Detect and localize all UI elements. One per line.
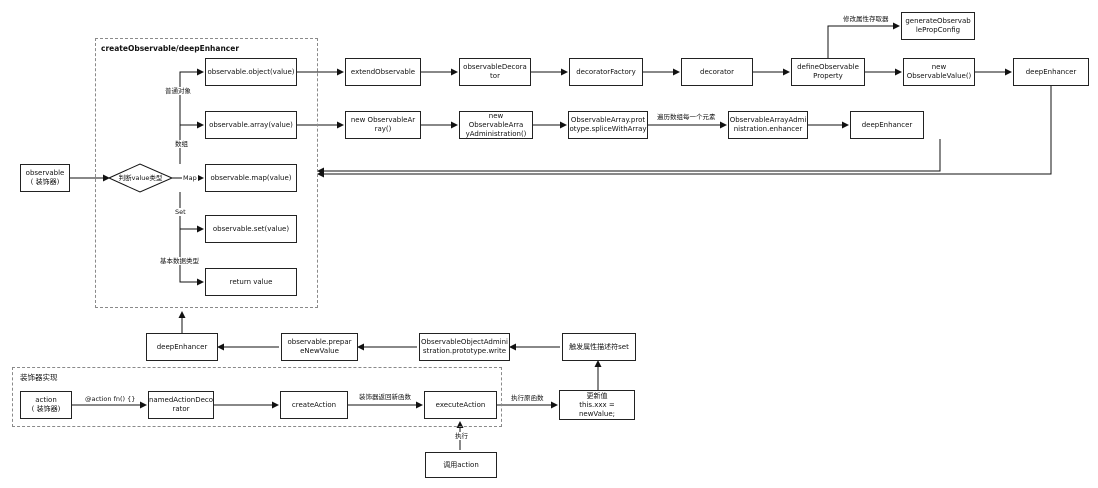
edge-label-array: 数组 xyxy=(174,140,189,148)
define-observable-property-node[interactable]: defineObservable Property xyxy=(791,58,865,86)
observable-array-node[interactable]: observable.array(value) xyxy=(205,111,297,139)
decorator-factory-node[interactable]: decoratorFactory xyxy=(569,58,643,86)
generate-observable-prop-config-node[interactable]: generateObservab lePropConfig xyxy=(901,12,975,40)
edge-label-run-original: 执行原函数 xyxy=(510,394,545,402)
deep-enhancer-top-node[interactable]: deepEnhancer xyxy=(1013,58,1089,86)
decorator-node[interactable]: decorator xyxy=(681,58,753,86)
return-value-node[interactable]: return value xyxy=(205,268,297,296)
edge-label-modify-accessor: 修改属性存取器 xyxy=(842,15,890,23)
edge-label-primitive: 基本数据类型 xyxy=(159,257,200,265)
observable-object-node[interactable]: observable.object(value) xyxy=(205,58,297,86)
extend-observable-node[interactable]: extendObservable xyxy=(345,58,421,86)
object-admin-write-node[interactable]: ObservableObjectAdmini stration.prototyp… xyxy=(419,333,510,361)
create-action-node[interactable]: createAction xyxy=(280,391,348,419)
deep-enhancer-mid-node[interactable]: deepEnhancer xyxy=(850,111,924,139)
observable-set-node[interactable]: observable.set(value) xyxy=(205,215,297,243)
create-observable-group-title: createObservable/deepEnhancer xyxy=(101,44,240,53)
update-value-node[interactable]: 更新值 this.xxx = newValue; xyxy=(559,390,635,420)
edge-judge-return xyxy=(179,192,204,286)
edge-label-action-fn: @action fn() {} xyxy=(84,395,137,403)
splice-with-array-node[interactable]: ObservableArray.prot otype.spliceWithArr… xyxy=(568,111,648,139)
call-action-node[interactable]: 调用action xyxy=(425,452,497,478)
edge-label-set: Set xyxy=(174,208,187,216)
observable-map-node[interactable]: observable.map(value) xyxy=(205,164,297,192)
decorator-group xyxy=(12,367,502,427)
edge-label-map: Map xyxy=(182,174,198,182)
decorator-group-title: 装饰器实现 xyxy=(20,373,58,382)
execute-action-node[interactable]: executeAction xyxy=(424,391,497,419)
trigger-setter-node[interactable]: 触发属性描述符set xyxy=(562,333,636,361)
observable-decorator-node[interactable]: observableDecora tor xyxy=(459,58,531,86)
edge-label-decorator-returns: 装饰器返回新函数 xyxy=(358,393,412,401)
observable-node[interactable]: observable ( 装饰器) xyxy=(20,164,70,192)
edge-label-execute: 执行 xyxy=(454,432,469,440)
new-observable-array-admin-node[interactable]: new ObservableArra yAdministration() xyxy=(459,111,533,139)
edge-label-traverse-elements: 遍历数组每一个元素 xyxy=(656,113,717,121)
new-observable-value-node[interactable]: new ObservableValue() xyxy=(903,58,975,86)
judge-diamond-shape xyxy=(107,163,174,193)
edge-judge-array xyxy=(179,121,204,164)
create-observable-group xyxy=(95,38,318,308)
new-observable-array-node[interactable]: new ObservableAr ray() xyxy=(345,111,421,139)
edge-deepEnhancer-top-back xyxy=(317,86,1052,178)
edge-label-plain-object: 普通对象 xyxy=(164,87,192,95)
edge-define-generate xyxy=(827,22,900,60)
judge-value-type-label[interactable]: 判断value类型 xyxy=(118,173,163,182)
prepare-new-value-node[interactable]: observable.prepar eNewValue xyxy=(281,333,358,361)
deep-enhancer-bottom-node[interactable]: deepEnhancer xyxy=(146,333,218,361)
array-admin-enhancer-node[interactable]: ObservableArrayAdmi nistration.enhancer xyxy=(728,111,808,139)
named-action-decorator-node[interactable]: namedActionDeco rator xyxy=(148,391,214,419)
action-node[interactable]: action ( 装饰器) xyxy=(20,391,72,419)
edge-deepEnhancer-mid-back xyxy=(317,139,941,175)
